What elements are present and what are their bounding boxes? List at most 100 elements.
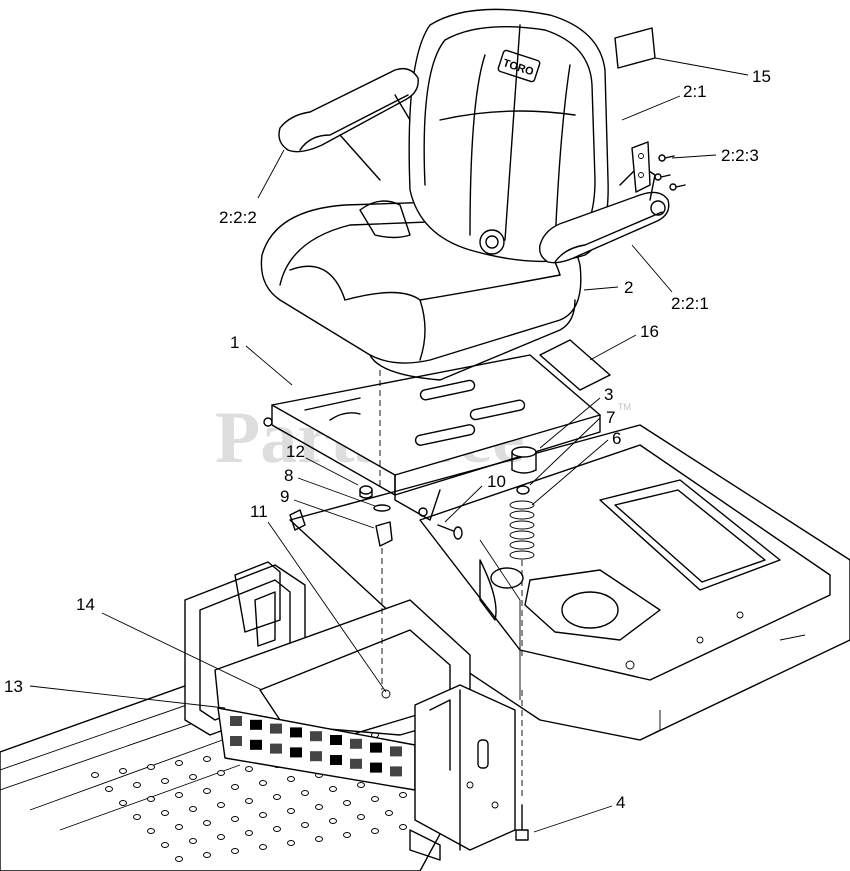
plate-11 [289,509,306,531]
callout-13: 13 [4,677,23,696]
floor-hole [315,836,323,842]
decal-icon [290,747,302,758]
floor-hole [385,810,393,816]
floor-hole [301,790,309,796]
floor-hole [161,810,169,816]
decal-icon [310,751,322,762]
callout-2-2-3: 2:2:3 [721,146,759,165]
armrest-left [278,67,419,181]
decal-icon [250,739,262,750]
floor-hole [91,772,99,778]
decal-icon [230,736,242,746]
callout-10: 10 [487,472,506,491]
floor-hole [217,802,225,808]
decal-icon [270,723,282,734]
floor-hole [175,856,183,862]
armrest-screws [654,154,686,191]
floor-hole [399,792,407,798]
leader-lines [29,57,749,833]
decal-icons [230,716,402,777]
nut-12 [359,485,373,499]
floor-hole [189,806,197,812]
floor-hole [119,800,127,806]
floor-hole [203,788,211,794]
decal-15 [614,27,656,69]
floor-hole [245,830,253,836]
callout-12: 12 [286,442,305,461]
floor-hole [301,822,309,828]
bumper-3 [511,446,537,474]
callout-2: 2 [624,278,633,297]
spring-6 [509,500,535,660]
floor-hole [399,824,407,830]
floor-hole [119,768,127,774]
floor-hole [203,852,211,858]
decal-icon [270,743,282,754]
decal-icon [370,742,382,753]
floor-hole [343,800,351,806]
floor-hole [287,776,295,782]
floor-hole [329,786,337,792]
floor-hole [357,782,365,788]
washer-8 [373,504,391,512]
callout-3: 3 [604,385,613,404]
floor-hole [189,774,197,780]
callout-15: 15 [752,67,771,86]
callout-7: 7 [606,408,615,427]
callout-2-1: 2:1 [683,82,707,101]
armrest-bracket [631,141,651,193]
decal-icon [330,755,342,765]
floor-hole [343,832,351,838]
decal-icon [250,719,262,730]
floor-hole [371,828,379,834]
callout-6: 6 [612,429,621,448]
floor-hole [203,820,211,826]
seat-pan-bracket [263,354,601,521]
clip-9 [375,521,393,547]
decal-icon [310,731,322,742]
floor-hole [147,828,155,834]
decal-icon [350,738,362,749]
floor-hole [133,814,141,820]
floor-hole [147,764,155,770]
floor-hole [175,760,183,766]
floor-hole [105,786,113,792]
floor-hole [175,824,183,830]
floor-hole [231,784,239,790]
decal-icon [390,746,402,757]
callout-8: 8 [284,466,293,485]
bolt-4 [515,690,529,841]
floor-hole [175,792,183,798]
floor-hole [273,794,281,800]
floor-hole [217,770,225,776]
floor-hole [245,766,253,772]
decal-icon [330,735,342,745]
floor-hole [203,756,211,762]
floor-hole [371,796,379,802]
floor-hole [329,818,337,824]
decal-icon [350,758,362,769]
floor-hole [189,838,197,844]
floor-hole [217,834,225,840]
callout-1: 1 [230,333,239,352]
floor-hole [357,814,365,820]
callout-14: 14 [76,595,95,614]
decal-icon [370,762,382,773]
floor-hole [315,804,323,810]
decal-icon [290,727,302,738]
floor-hole [231,848,239,854]
floor-hole [231,816,239,822]
callout-9: 9 [280,487,289,506]
callout-2-2-1: 2:2:1 [671,294,709,313]
floor-hole [133,782,141,788]
front-console [184,561,516,861]
decal-icon [390,766,402,777]
floor-hole [259,844,267,850]
floor-hole [161,842,169,848]
bolt-10 [437,524,463,540]
floor-hole [259,812,267,818]
floor-hole [245,798,253,804]
floor-hole [259,780,267,786]
floor-hole [287,840,295,846]
